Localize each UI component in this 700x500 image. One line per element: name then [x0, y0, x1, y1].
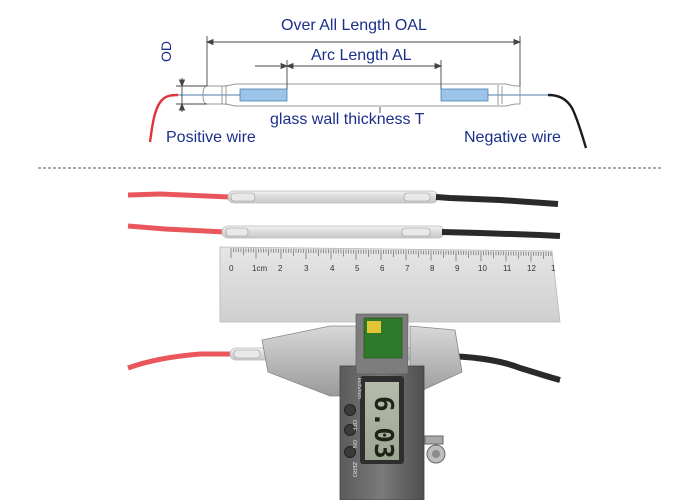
ruler-tick-7: 7 — [405, 264, 410, 273]
caliper-zero-label: ZERO — [351, 462, 357, 478]
al-dimension — [255, 60, 443, 89]
digital-caliper — [261, 313, 463, 500]
caliper-button-off[interactable] — [344, 404, 356, 416]
positive-wire — [148, 93, 179, 143]
lamp-2 — [127, 223, 561, 239]
positive-wire-label: Positive wire — [166, 129, 256, 146]
caliper-brand-label: inch/mm — [356, 378, 362, 399]
glass-tube — [202, 83, 521, 107]
negative-wire-label: Negative wire — [464, 129, 561, 146]
caliper-lock-screw[interactable] — [424, 435, 444, 445]
lamp-measurement-photo — [127, 190, 561, 500]
ruler-tick-0: 0 — [229, 264, 234, 273]
caliper-reading: 6.03 — [368, 396, 398, 459]
od-label: OD — [158, 41, 174, 62]
ruler — [219, 246, 561, 323]
electrode-left — [239, 88, 288, 102]
ruler-tick-13: 1 — [551, 264, 556, 273]
ruler-tick-3: 3 — [304, 264, 309, 273]
oal-label: Over All Length OAL — [281, 17, 427, 34]
ruler-tick-8: 8 — [430, 264, 435, 273]
lamp-dimension-diagram — [38, 36, 662, 169]
caliper-button-zero[interactable] — [344, 446, 356, 458]
negative-wire — [547, 93, 588, 149]
ruler-tick-11: 11 — [503, 264, 512, 273]
oal-dimension — [205, 36, 522, 86]
caliper-off-label: OFF — [351, 420, 357, 431]
ruler-tick-1: 1cm — [252, 264, 268, 273]
ruler-tick-9: 9 — [455, 264, 460, 273]
ruler-tick-10: 10 — [478, 264, 487, 273]
caliper-button-on[interactable] — [344, 424, 356, 436]
caliper-lcd — [365, 382, 399, 460]
al-label: Arc Length AL — [311, 47, 412, 64]
ruler-tick-4: 4 — [330, 264, 335, 273]
ruler-tick-12: 12 — [527, 264, 536, 273]
ruler-tick-5: 5 — [355, 264, 360, 273]
thickness-label: glass wall thickness T — [270, 111, 425, 128]
electrode-right — [440, 88, 489, 102]
ruler-tick-2: 2 — [278, 264, 283, 273]
lamp-1 — [127, 190, 559, 207]
caliper-on-label: ON — [351, 440, 357, 449]
od-dimension — [176, 78, 207, 112]
ruler-tick-6: 6 — [380, 264, 385, 273]
